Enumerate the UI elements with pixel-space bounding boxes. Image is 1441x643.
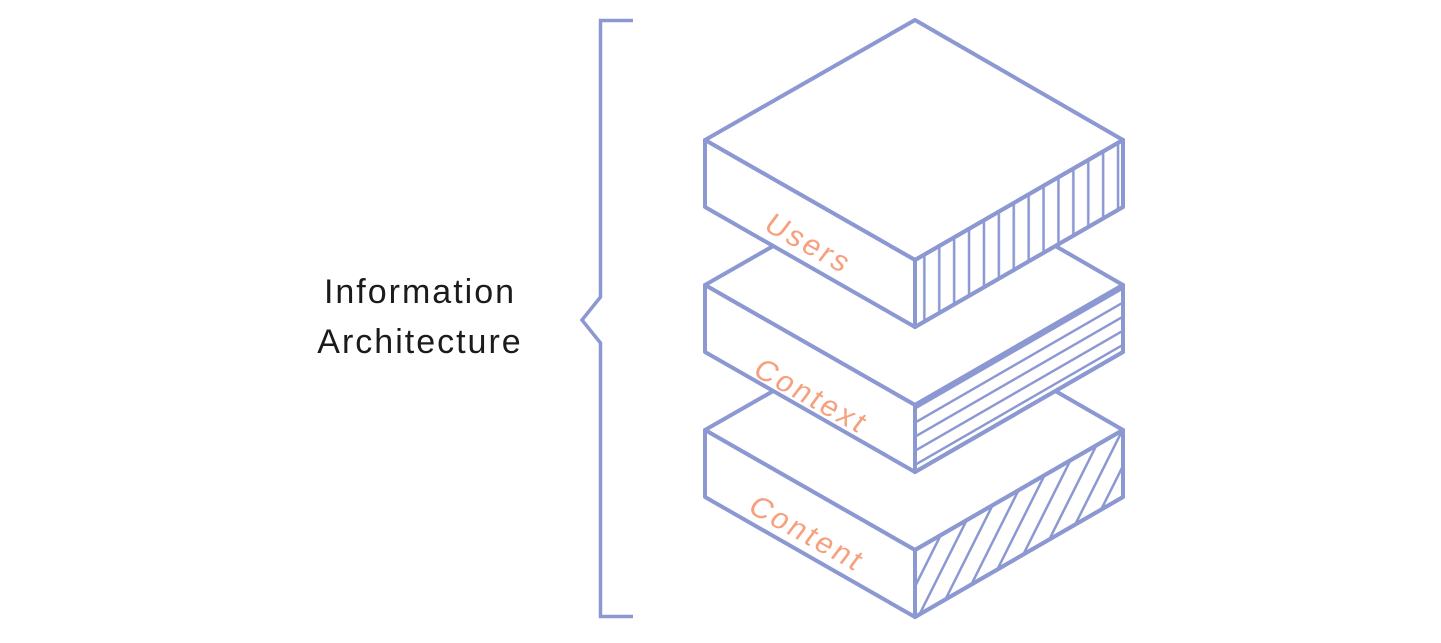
context-right-face-outline — [913, 283, 1125, 474]
users-right-face-outline — [913, 138, 1125, 329]
context-horizontal-hatch — [915, 285, 1123, 472]
content-right-face-outline — [913, 428, 1125, 619]
diagram-title-line1: Information — [324, 273, 516, 311]
title-block: Information Architecture — [317, 273, 522, 361]
layer-box-users: Users — [703, 18, 1125, 329]
users-vertical-hatch — [915, 140, 1123, 327]
curly-brace-icon — [579, 18, 633, 619]
diagram-title-line2: Architecture — [317, 323, 522, 361]
content-diagonal-hatch — [915, 430, 1123, 617]
